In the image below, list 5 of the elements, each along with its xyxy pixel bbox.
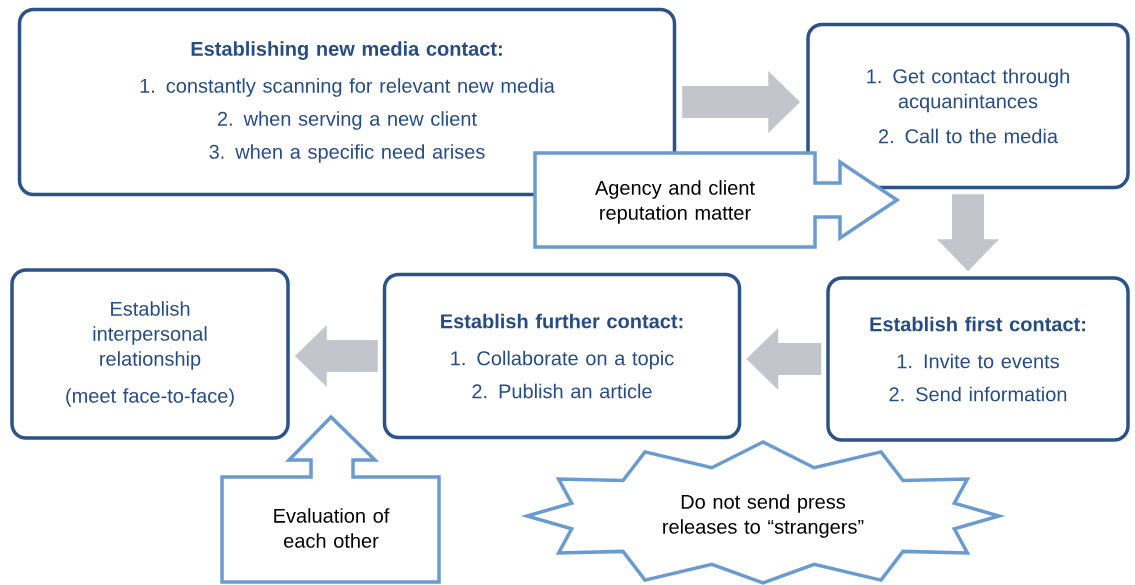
process-box: Establish further contact: 1. Collaborate on a topic 2. Publish an article — [382, 272, 742, 440]
process-box: 1. Get contact through acquanintances 2. Call to the media — [806, 22, 1130, 190]
process-box: Establish first contact: 1. Invite to events 2. Send information — [826, 276, 1130, 442]
process-box: Establish interpersonal relationship (meet face-to-face) — [10, 268, 290, 440]
star-callout: Do not send press releases to “strangers” — [520, 440, 1006, 585]
